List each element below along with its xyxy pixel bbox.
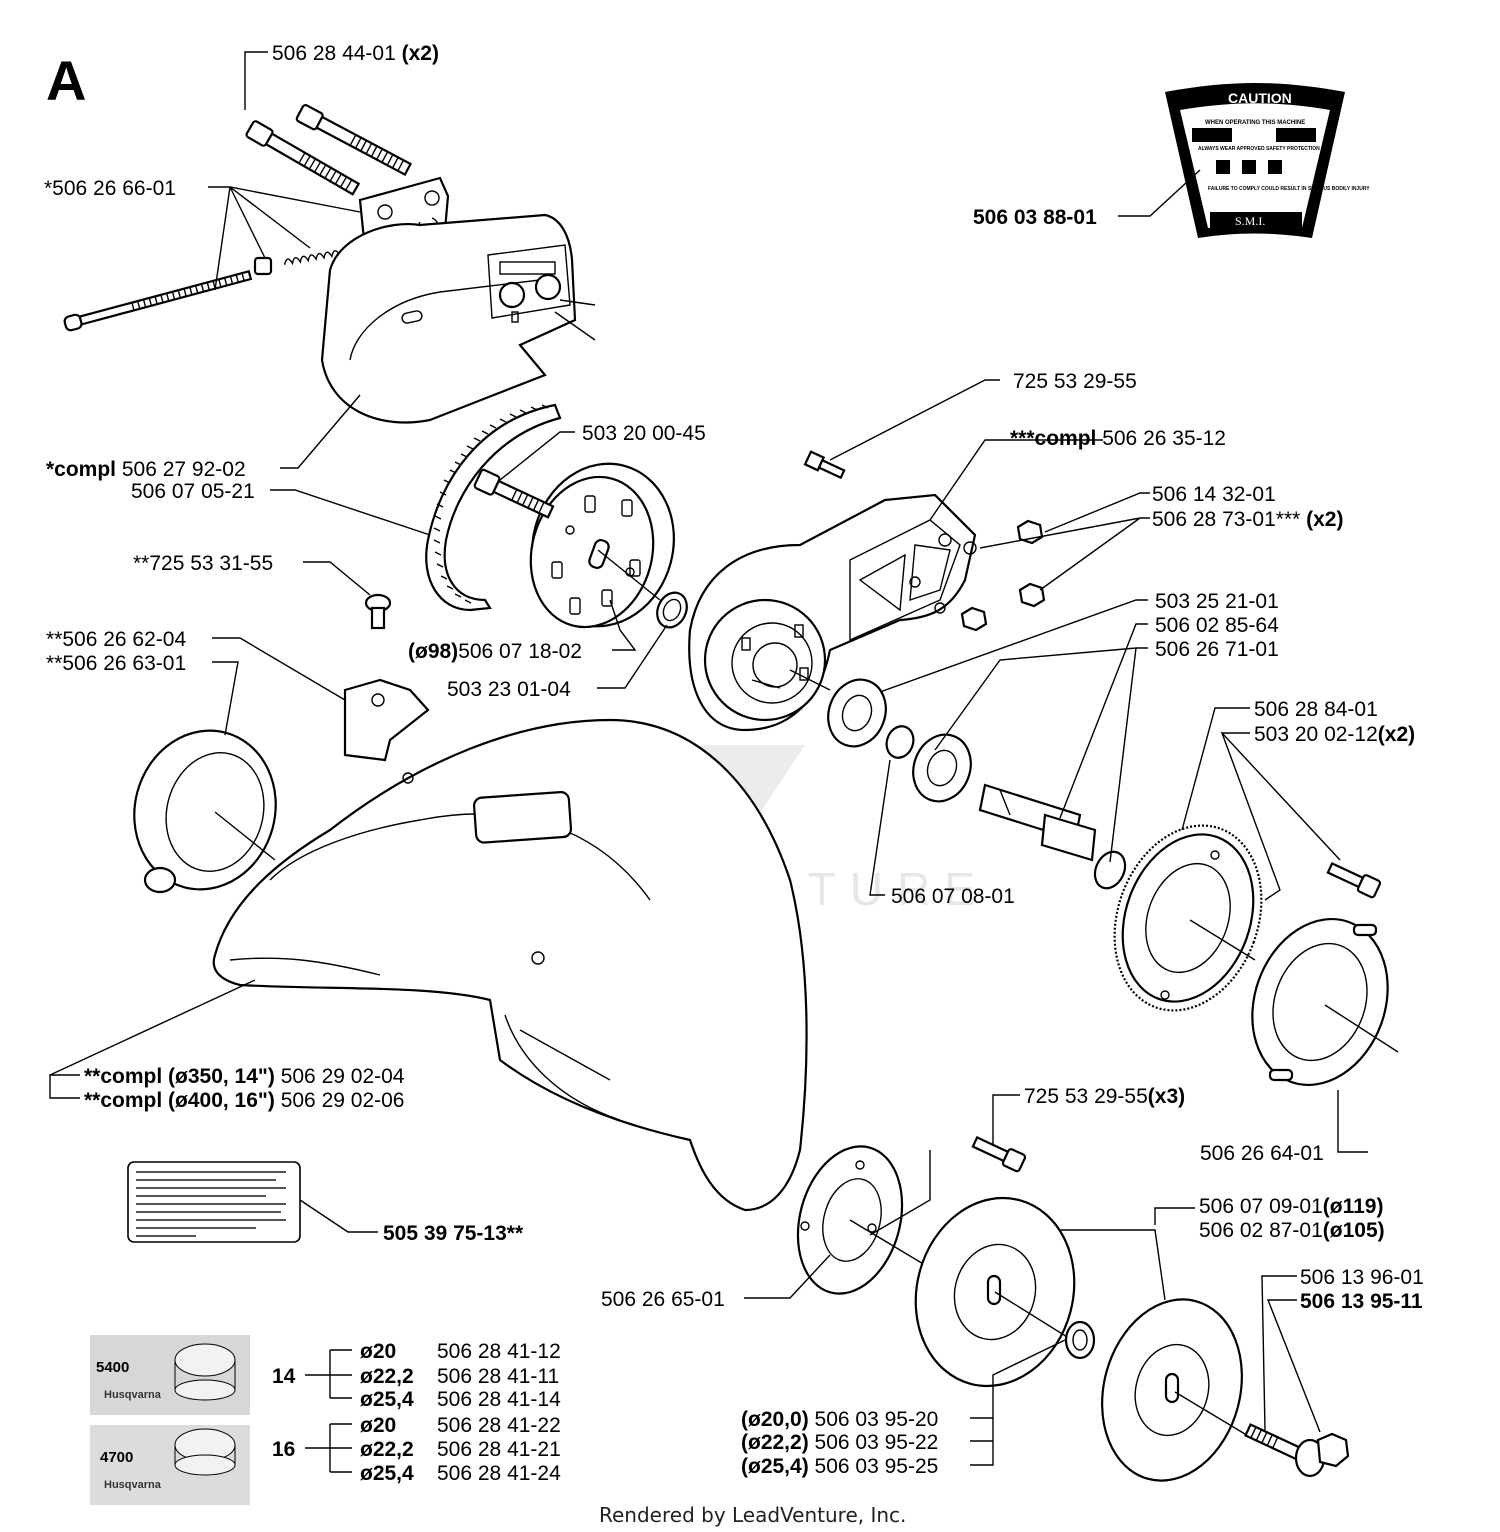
label-p2: *506 26 66-01 — [44, 177, 176, 200]
decal-16-brand: Husqvarna — [104, 1479, 162, 1491]
shaft-washer-drawing — [1093, 850, 1127, 890]
flange-screw-drawing — [971, 1136, 1027, 1173]
bolt-pair-drawing — [245, 104, 413, 196]
bracket-screw-drawing — [364, 593, 392, 630]
label-p13: 506 02 85-64 — [1155, 614, 1279, 637]
shaft-drawing — [978, 783, 1097, 862]
label-p21: 506 07 08-01 — [891, 885, 1015, 908]
label-p9: 506 14 32-01 — [1152, 483, 1276, 506]
label-p22: **compl (ø350, 14") 506 29 02-04 — [84, 1065, 405, 1088]
decal-row-number: 506 28 41-11 — [437, 1365, 559, 1388]
decal-row-number: 506 28 41-14 — [437, 1388, 561, 1411]
label-p15: **506 26 62-04 — [46, 628, 186, 651]
decal-row-dia: ø20 — [360, 1414, 396, 1437]
label-p14: 506 26 71-01 — [1155, 638, 1279, 661]
label-p16: **506 26 63-01 — [46, 652, 186, 675]
label-p23: **compl (ø400, 16") 506 29 02-06 — [84, 1089, 404, 1112]
label-p30: 506 13 96-01 — [1300, 1266, 1424, 1289]
caution-brand: S.M.I. — [1235, 214, 1265, 228]
decal-group-16-size: 16 — [272, 1438, 295, 1461]
decal-14-brand: Husqvarna — [104, 1389, 162, 1401]
decal-14-rpm: 5400 — [96, 1359, 129, 1376]
label-p17: (ø98)506 07 18-02 — [408, 640, 582, 663]
outer-flange-drawing — [914, 1196, 1081, 1388]
decal-row-dia: ø22,2 — [360, 1365, 414, 1388]
label-p19: 506 28 84-01 — [1254, 698, 1378, 721]
label-p33: (ø22,2) 506 03 95-22 — [741, 1431, 938, 1454]
label-p18: 503 23 01-04 — [447, 678, 571, 701]
inner-flange-drawing — [796, 1145, 926, 1295]
footer-credit: Rendered by LeadVenture, Inc. — [599, 1503, 906, 1527]
label-p26: 505 39 75-13** — [383, 1222, 524, 1245]
caution-line3: FAILURE TO COMPLY COULD RESULT IN SERIOU… — [1208, 186, 1370, 192]
label-p20: 503 20 02-12(x2) — [1254, 723, 1415, 746]
label-p5: 506 07 05-21 — [131, 480, 255, 503]
label-p7: 725 53 29-55 — [1013, 370, 1137, 393]
decal-16-rpm: 4700 — [100, 1449, 133, 1466]
label-p31: 506 13 95-11 — [1300, 1290, 1423, 1313]
guard-bracket-drawing — [343, 678, 430, 784]
blade-guard-drawing — [212, 718, 808, 1212]
section-letter: A — [46, 49, 86, 112]
decal-row-dia: ø25,4 — [360, 1462, 414, 1485]
label-p12: 503 25 21-01 — [1155, 590, 1279, 613]
caution-title: CAUTION — [1228, 90, 1292, 106]
cutting-arm-drawing — [688, 493, 977, 732]
pulley-drawing — [473, 462, 675, 629]
decal-row-number: 506 28 41-12 — [437, 1340, 561, 1363]
drive-belt-drawing — [425, 403, 562, 612]
disc-screws-drawing — [1326, 862, 1382, 899]
decal-row-number: 506 28 41-22 — [437, 1414, 561, 1437]
blade-decal-16: 4700 Husqvarna — [90, 1425, 250, 1505]
blade-decal-table: 14 ø20 506 28 41-12 ø22,2 506 28 41-11 ø… — [272, 1340, 561, 1485]
decal-row-dia: ø25,4 — [360, 1388, 414, 1411]
decal-group-14-size: 14 — [272, 1365, 296, 1388]
leader-lines — [49, 51, 1368, 1473]
warning-decal — [127, 1161, 301, 1243]
label-p11: **725 53 31-55 — [133, 552, 273, 575]
part-labels: 506 28 44-01 (x2) *506 26 66-01 506 03 8… — [44, 42, 1424, 1478]
label-p4: *compl 506 27 92-02 — [46, 458, 246, 481]
decal-row-number: 506 28 41-24 — [437, 1462, 561, 1485]
label-p6: 503 20 00-45 — [582, 422, 706, 445]
caution-decal: CAUTION WHEN OPERATING THIS MACHINE ALWA… — [1165, 83, 1370, 238]
blade-decal-14: 5400 Husqvarna — [90, 1335, 250, 1415]
decal-row-number: 506 28 41-21 — [437, 1438, 561, 1461]
label-p34: (ø25,4) 506 03 95-25 — [741, 1455, 938, 1478]
spacer-washer-drawing — [1064, 1320, 1096, 1360]
bearings-drawing — [827, 678, 972, 803]
serrated-disc-drawing — [1113, 824, 1263, 1012]
decal-row-dia: ø22,2 — [360, 1438, 414, 1461]
label-p27: 506 07 09-01(ø119) — [1199, 1195, 1383, 1218]
label-p32: (ø20,0) 506 03 95-20 — [741, 1408, 938, 1431]
cover-plate-drawing — [1251, 917, 1399, 1087]
label-p25: 506 26 64-01 — [1200, 1142, 1324, 1165]
belt-guard-drawing — [320, 213, 596, 424]
label-p1: 506 28 44-01 (x2) — [272, 42, 439, 65]
caution-line2: ALWAYS WEAR APPROVED SAFETY PROTECTION F… — [1198, 146, 1332, 152]
caution-line1: WHEN OPERATING THIS MACHINE — [1205, 120, 1305, 126]
label-p28: 506 02 87-01(ø105) — [1199, 1219, 1385, 1242]
decal-row-dia: ø20 — [360, 1340, 396, 1363]
label-p29: 506 26 65-01 — [601, 1288, 725, 1311]
arm-screw-drawing — [803, 450, 846, 480]
label-p8: ***compl 506 26 35-12 — [1010, 427, 1226, 450]
label-p24: 725 53 29-55(x3) — [1024, 1085, 1185, 1108]
outer-washer-drawing — [1101, 1298, 1256, 1482]
label-p10: 506 28 73-01*** (x2) — [1152, 508, 1343, 531]
washer-drawing — [656, 591, 688, 629]
label-p3: 506 03 88-01 — [973, 206, 1097, 229]
blade-bolt-drawing — [1244, 1423, 1350, 1478]
